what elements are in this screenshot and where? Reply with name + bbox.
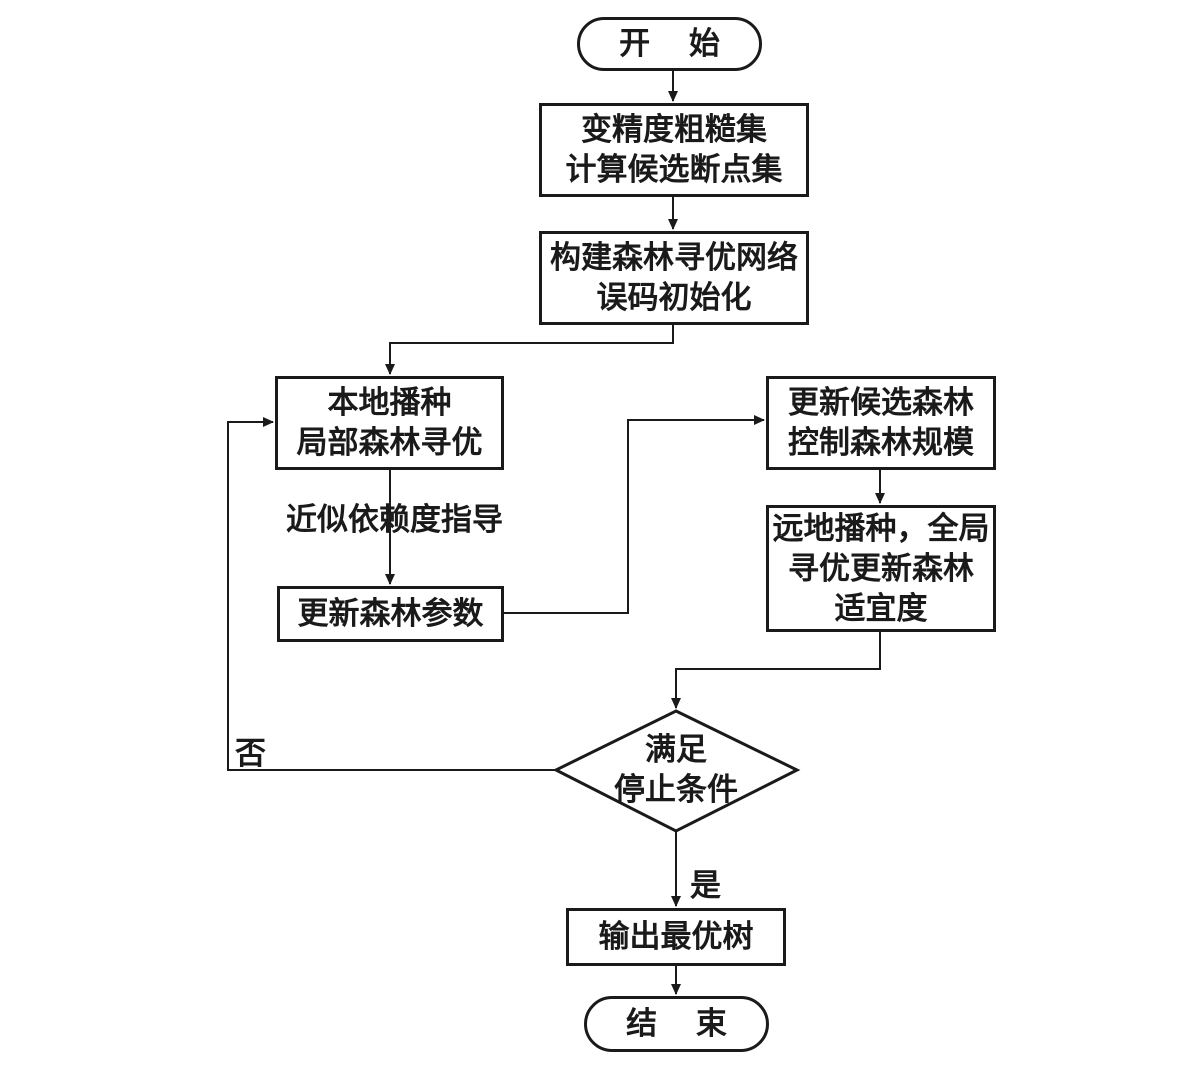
global-seeding-box: 远地播种，全局 寻优更新森林 适宜度 <box>766 505 996 632</box>
decision-line-1: 满足 <box>645 732 707 768</box>
global-seeding-line-3: 适宜度 <box>834 590 928 627</box>
init-network-line-2: 误码初始化 <box>596 280 752 316</box>
start-label: 开 始 <box>619 26 734 62</box>
arrow-init-to-local <box>385 325 674 375</box>
end-terminal: 结 束 <box>584 996 769 1052</box>
update-params-label: 更新森林参数 <box>297 596 484 632</box>
decision-line-2: 停止条件 <box>614 772 738 808</box>
output-label: 输出最优树 <box>598 919 754 955</box>
arrow-decision-loop-no <box>227 417 558 771</box>
update-candidates-line-2: 控制森林规模 <box>788 425 974 461</box>
compute-breakpoints-line-2: 计算候选断点集 <box>565 152 783 188</box>
global-seeding-line-1: 远地播种，全局 <box>772 510 990 547</box>
decision-text: 满足 停止条件 <box>576 730 776 810</box>
local-seeding-line-2: 局部森林寻优 <box>296 425 483 461</box>
yes-label: 是 <box>690 868 721 904</box>
global-seeding-line-2: 寻优更新森林 <box>788 550 974 587</box>
arrow-params-to-candidates <box>504 415 765 614</box>
update-params-box: 更新森林参数 <box>277 586 504 642</box>
end-label: 结 束 <box>626 1006 741 1042</box>
start-terminal: 开 始 <box>577 17 762 71</box>
arrow-global-to-decision <box>671 632 881 709</box>
local-seeding-box: 本地播种 局部森林寻优 <box>275 376 504 470</box>
output-box: 输出最优树 <box>566 908 786 966</box>
update-candidates-box: 更新候选森林 控制森林规模 <box>766 376 996 470</box>
guidance-label: 近似依赖度指导 <box>286 502 503 538</box>
init-network-box: 构建森林寻优网络 误码初始化 <box>539 231 809 325</box>
decision-diamond <box>552 709 801 833</box>
local-seeding-line-1: 本地播种 <box>327 385 452 421</box>
no-label: 否 <box>235 736 266 772</box>
compute-breakpoints-line-1: 变精度粗糙集 <box>581 112 767 148</box>
update-candidates-line-1: 更新候选森林 <box>788 385 974 421</box>
init-network-line-1: 构建森林寻优网络 <box>550 240 798 276</box>
compute-breakpoints-box: 变精度粗糙集 计算候选断点集 <box>539 103 809 197</box>
